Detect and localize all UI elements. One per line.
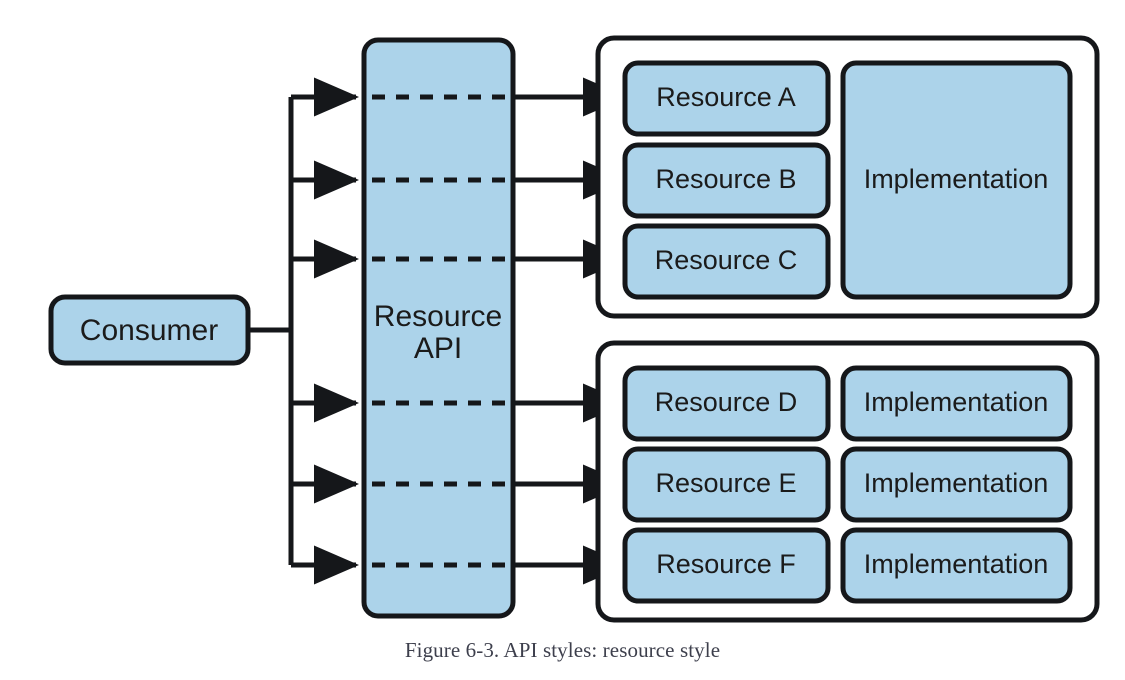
consumer-box[interactable] bbox=[48, 294, 251, 366]
resource-c-label: Resource C bbox=[655, 245, 798, 275]
resource-d-box[interactable] bbox=[622, 365, 831, 442]
implementation-f-box[interactable] bbox=[840, 527, 1073, 604]
implementation-shared-label: Implementation bbox=[864, 164, 1049, 194]
resource-b-box[interactable] bbox=[622, 142, 831, 219]
implementation-f-label: Implementation bbox=[864, 549, 1049, 579]
resource-c-box[interactable] bbox=[622, 223, 831, 300]
resource-e-label: Resource E bbox=[655, 468, 796, 498]
consumer-label: Consumer bbox=[80, 314, 218, 347]
resource-api-label-line2: API bbox=[414, 332, 462, 365]
resource-e-box[interactable] bbox=[622, 446, 831, 523]
implementation-d-box[interactable] bbox=[840, 365, 1073, 442]
resource-a-label: Resource A bbox=[656, 82, 796, 112]
resource-api-box[interactable] bbox=[361, 37, 516, 619]
resource-api-label-line1: Resource bbox=[374, 300, 502, 333]
implementation-shared-box[interactable] bbox=[840, 60, 1073, 300]
figure-caption: Figure 6-3. API styles: resource style bbox=[404, 638, 721, 662]
implementation-d-label: Implementation bbox=[864, 387, 1049, 417]
resource-f-box[interactable] bbox=[622, 527, 831, 604]
resource-f-label: Resource F bbox=[656, 549, 796, 579]
implementation-e-box[interactable] bbox=[840, 446, 1073, 523]
resource-b-label: Resource B bbox=[655, 164, 796, 194]
implementation-e-label: Implementation bbox=[864, 468, 1049, 498]
resource-d-label: Resource D bbox=[655, 387, 798, 417]
resource-a-box[interactable] bbox=[622, 60, 831, 137]
